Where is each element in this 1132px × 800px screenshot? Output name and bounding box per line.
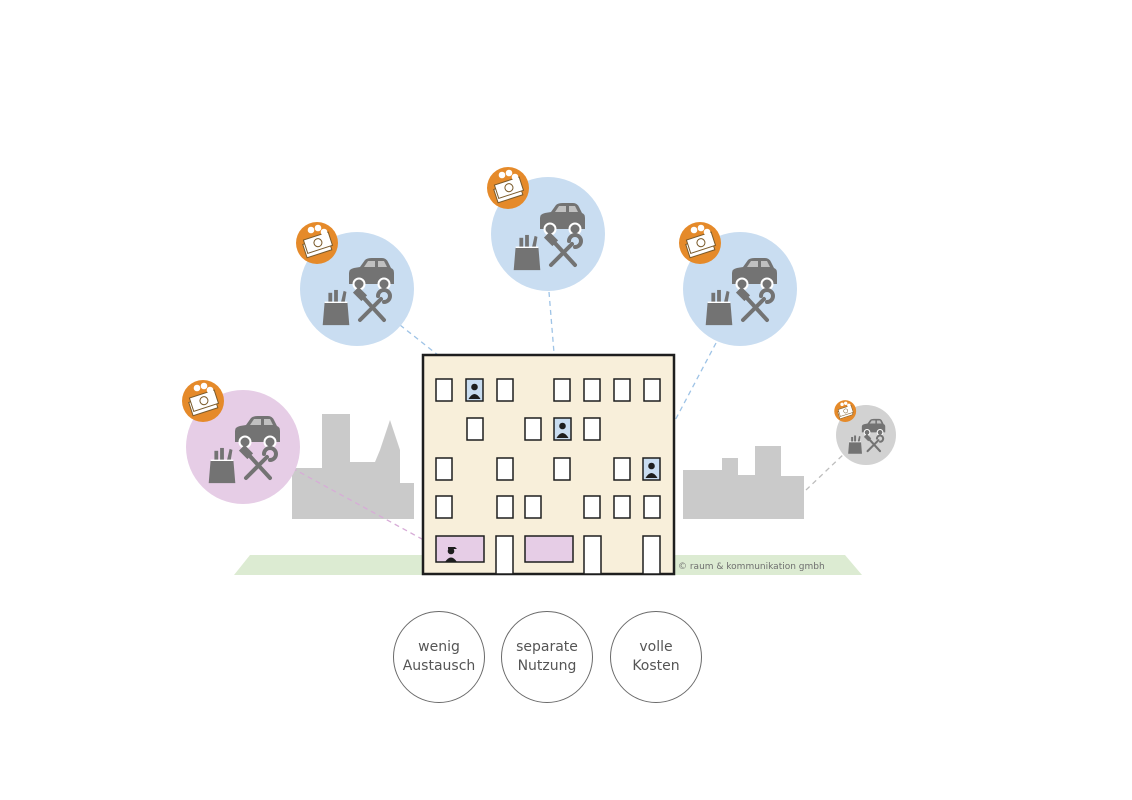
label-wenig-austausch: wenig Austausch bbox=[393, 611, 485, 703]
resident-person-icon bbox=[556, 422, 569, 438]
window bbox=[583, 417, 601, 441]
window bbox=[496, 378, 514, 402]
window bbox=[524, 417, 542, 441]
label-line: wenig bbox=[418, 639, 460, 655]
window bbox=[435, 495, 453, 519]
window bbox=[466, 417, 484, 441]
city-silhouette-left bbox=[292, 414, 414, 519]
window bbox=[613, 457, 631, 481]
window bbox=[643, 495, 661, 519]
window bbox=[553, 378, 571, 402]
label-separate-nutzung: separate Nutzung bbox=[501, 611, 593, 703]
window bbox=[613, 495, 631, 519]
window bbox=[553, 457, 571, 481]
label-line: Austausch bbox=[402, 658, 476, 674]
resident-person-icon bbox=[468, 383, 481, 399]
city-silhouette-right bbox=[683, 446, 804, 519]
label-line: separate bbox=[516, 639, 578, 655]
apartment-building bbox=[421, 353, 676, 576]
window bbox=[524, 495, 542, 519]
connector-line-left-pink bbox=[291, 467, 443, 551]
window bbox=[496, 495, 514, 519]
resources-bubble-blue bbox=[296, 222, 414, 346]
label-line: Nutzung bbox=[517, 658, 577, 674]
shop-window bbox=[524, 535, 574, 563]
window bbox=[435, 378, 453, 402]
window bbox=[643, 378, 661, 402]
resources-bubble-pink bbox=[182, 380, 300, 504]
resources-bubble-blue bbox=[679, 222, 797, 346]
label-line: volle bbox=[639, 639, 673, 655]
entrance-door bbox=[642, 535, 661, 575]
connector-line-far-right bbox=[805, 451, 847, 491]
resources-bubble-gray bbox=[834, 400, 896, 465]
window bbox=[583, 378, 601, 402]
window bbox=[583, 495, 601, 519]
window bbox=[613, 378, 631, 402]
copyright-credit: © raum & kommunikation gmbh bbox=[678, 562, 825, 572]
resources-bubble-blue bbox=[487, 167, 605, 291]
resident-person-icon bbox=[645, 462, 658, 478]
entrance-door bbox=[583, 535, 602, 575]
shopkeeper-person-icon bbox=[445, 547, 457, 562]
window bbox=[435, 457, 453, 481]
entrance-door bbox=[495, 535, 514, 575]
label-volle-kosten: volle Kosten bbox=[610, 611, 702, 703]
shop-window-resident bbox=[435, 535, 485, 563]
label-line: Kosten bbox=[632, 658, 680, 674]
window bbox=[496, 457, 514, 481]
building-windows bbox=[435, 378, 661, 575]
